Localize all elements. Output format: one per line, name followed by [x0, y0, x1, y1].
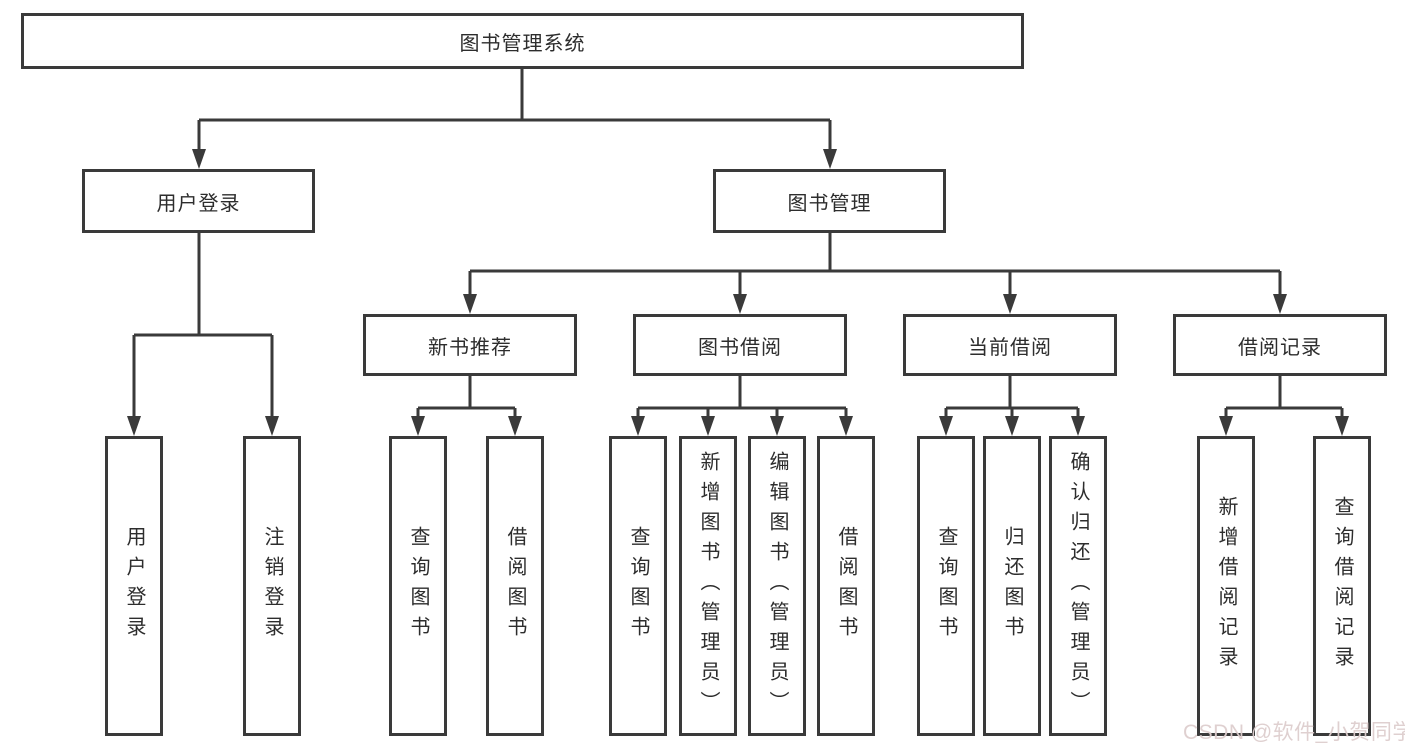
leaf-edit-books-admin: 编辑图书（管理员） [748, 436, 806, 736]
node-library-management-system: 图书管理系统 [21, 13, 1024, 69]
node-label: 用户登录 [156, 192, 241, 215]
leaf-label: 注销登录 [261, 526, 283, 646]
tree-edges [132, 67, 1344, 420]
node-label: 图书管理系统 [459, 32, 586, 55]
leaf-query-books-current: 查询图书 [917, 436, 975, 736]
leaf-return-books: 归还图书 [983, 436, 1041, 736]
node-current-borrowing: 当前借阅 [903, 314, 1117, 376]
leaf-user-login: 用户登录 [105, 436, 163, 736]
node-new-book-recommendation: 新书推荐 [363, 314, 577, 376]
node-label: 当前借阅 [968, 336, 1052, 359]
leaf-label: 查询图书 [407, 526, 429, 646]
node-book-borrowing: 图书借阅 [633, 314, 847, 376]
node-user-login: 用户登录 [82, 169, 315, 233]
watermark: CSDN @软件_小贺同学 [1183, 721, 1405, 744]
leaf-borrow-books-recommend: 借阅图书 [486, 436, 544, 736]
leaf-label: 确认归还（管理员） [1067, 451, 1089, 721]
leaf-add-borrow-record: 新增借阅记录 [1197, 436, 1255, 736]
leaf-label: 借阅图书 [504, 526, 526, 646]
arrowheads [127, 149, 1349, 436]
node-borrowing-records: 借阅记录 [1173, 314, 1387, 376]
leaf-label: 查询图书 [935, 526, 957, 646]
leaf-label: 用户登录 [123, 526, 145, 646]
leaf-label: 归还图书 [1001, 526, 1023, 646]
leaf-label: 新增借阅记录 [1215, 496, 1237, 676]
leaf-query-books-recommend: 查询图书 [389, 436, 447, 736]
leaf-label: 查询借阅记录 [1331, 496, 1353, 676]
leaf-query-borrow-record: 查询借阅记录 [1313, 436, 1371, 736]
leaf-confirm-return-admin: 确认归还（管理员） [1049, 436, 1107, 736]
leaf-logout-login: 注销登录 [243, 436, 301, 736]
leaf-label: 查询图书 [627, 526, 649, 646]
node-book-management: 图书管理 [713, 169, 946, 233]
leaf-label: 借阅图书 [835, 526, 857, 646]
node-label: 借阅记录 [1238, 336, 1322, 359]
leaf-label: 编辑图书（管理员） [766, 451, 788, 721]
node-label: 图书管理 [787, 192, 872, 215]
leaf-label: 新增图书（管理员） [697, 451, 719, 721]
node-label: 新书推荐 [428, 336, 512, 359]
leaf-borrow-books: 借阅图书 [817, 436, 875, 736]
leaf-add-books-admin: 新增图书（管理员） [679, 436, 737, 736]
leaf-query-books-borrow: 查询图书 [609, 436, 667, 736]
node-label: 图书借阅 [698, 336, 782, 359]
